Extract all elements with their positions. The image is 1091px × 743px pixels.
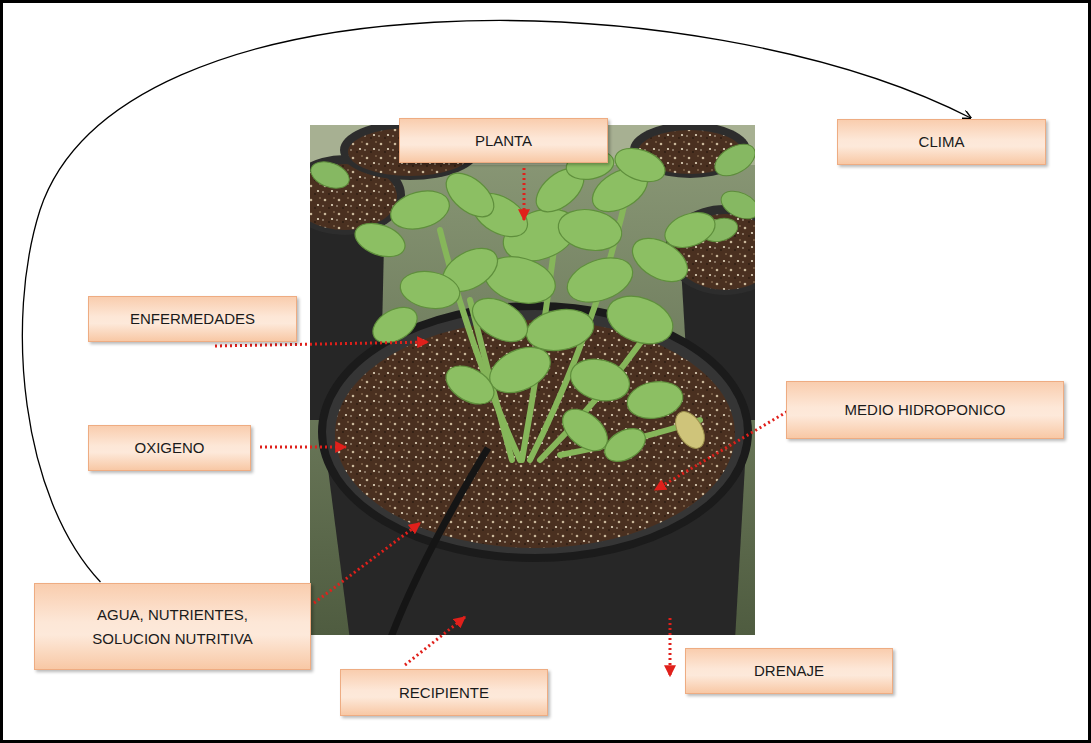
box-label: ENFERMEDADES — [130, 307, 255, 330]
leader-line — [655, 404, 800, 490]
cycle-arrow — [22, 21, 970, 582]
box-label: PLANTA — [475, 129, 532, 152]
box-label: CLIMA — [919, 130, 965, 153]
label-box: MEDIO HIDROPONICO — [786, 381, 1064, 439]
box-label: AGUA, NUTRIENTES, SOLUCION NUTRITIVA — [68, 603, 278, 650]
box-label: DRENAJE — [754, 659, 824, 682]
box-label: MEDIO HIDROPONICO — [845, 398, 1006, 421]
box-label: OXIGENO — [134, 436, 204, 459]
label-box: OXIGENO — [88, 425, 251, 471]
label-box: ENFERMEDADES — [88, 296, 297, 342]
leader-line — [260, 446, 346, 449]
photo — [310, 125, 755, 635]
leader-line — [669, 618, 672, 676]
label-box: RECIPIENTE — [340, 669, 548, 716]
leader-line — [215, 342, 428, 346]
leader-line — [405, 617, 465, 665]
label-box: AGUA, NUTRIENTES, SOLUCION NUTRITIVA — [34, 583, 311, 670]
leader-line — [523, 168, 526, 220]
label-box: DRENAJE — [685, 648, 893, 694]
label-box: CLIMA — [837, 119, 1046, 165]
leader-line — [314, 523, 420, 603]
label-box: PLANTA — [399, 118, 608, 163]
box-label: RECIPIENTE — [399, 681, 489, 704]
